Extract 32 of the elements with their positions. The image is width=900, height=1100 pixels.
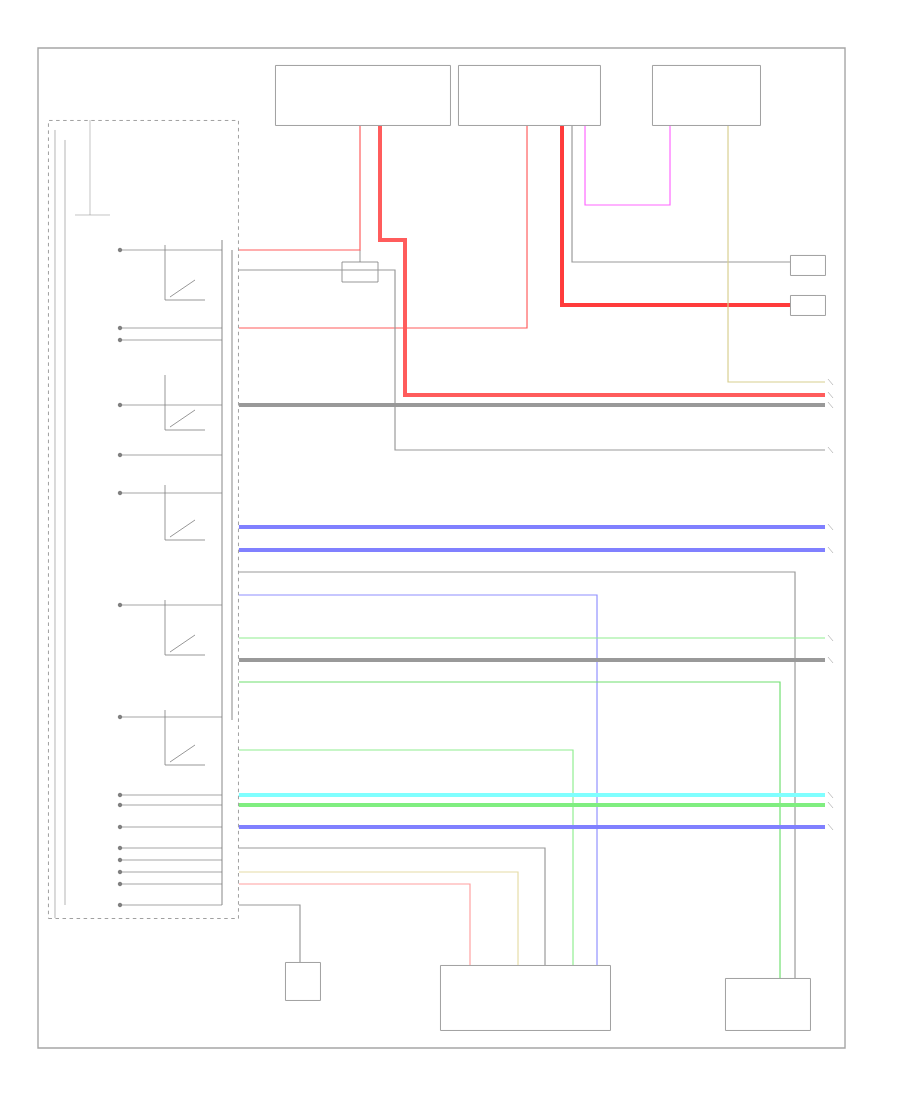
wire <box>238 525 825 529</box>
wire <box>238 403 825 407</box>
wire <box>238 904 301 963</box>
wire <box>238 637 826 639</box>
component-box <box>790 295 826 316</box>
component-box <box>652 65 761 126</box>
wire <box>238 883 471 966</box>
wire <box>238 681 781 979</box>
component-box <box>285 962 321 1001</box>
wire <box>238 658 825 662</box>
wire <box>238 871 519 966</box>
wire <box>238 125 361 251</box>
component-box <box>725 978 811 1031</box>
wire <box>238 594 598 966</box>
wire <box>238 749 574 966</box>
wire <box>238 793 825 797</box>
wire <box>238 571 796 979</box>
wire <box>238 269 826 451</box>
wire <box>727 125 826 383</box>
wire <box>378 125 825 397</box>
wire <box>238 825 825 829</box>
component-box <box>458 65 601 126</box>
wire <box>238 847 546 966</box>
component-box <box>275 65 451 126</box>
wire <box>584 125 671 206</box>
wire <box>238 803 825 807</box>
wire <box>238 125 528 329</box>
component-box <box>790 255 826 276</box>
component-box <box>440 965 611 1031</box>
wire <box>560 125 790 307</box>
wire <box>571 125 791 263</box>
wire <box>238 548 825 552</box>
